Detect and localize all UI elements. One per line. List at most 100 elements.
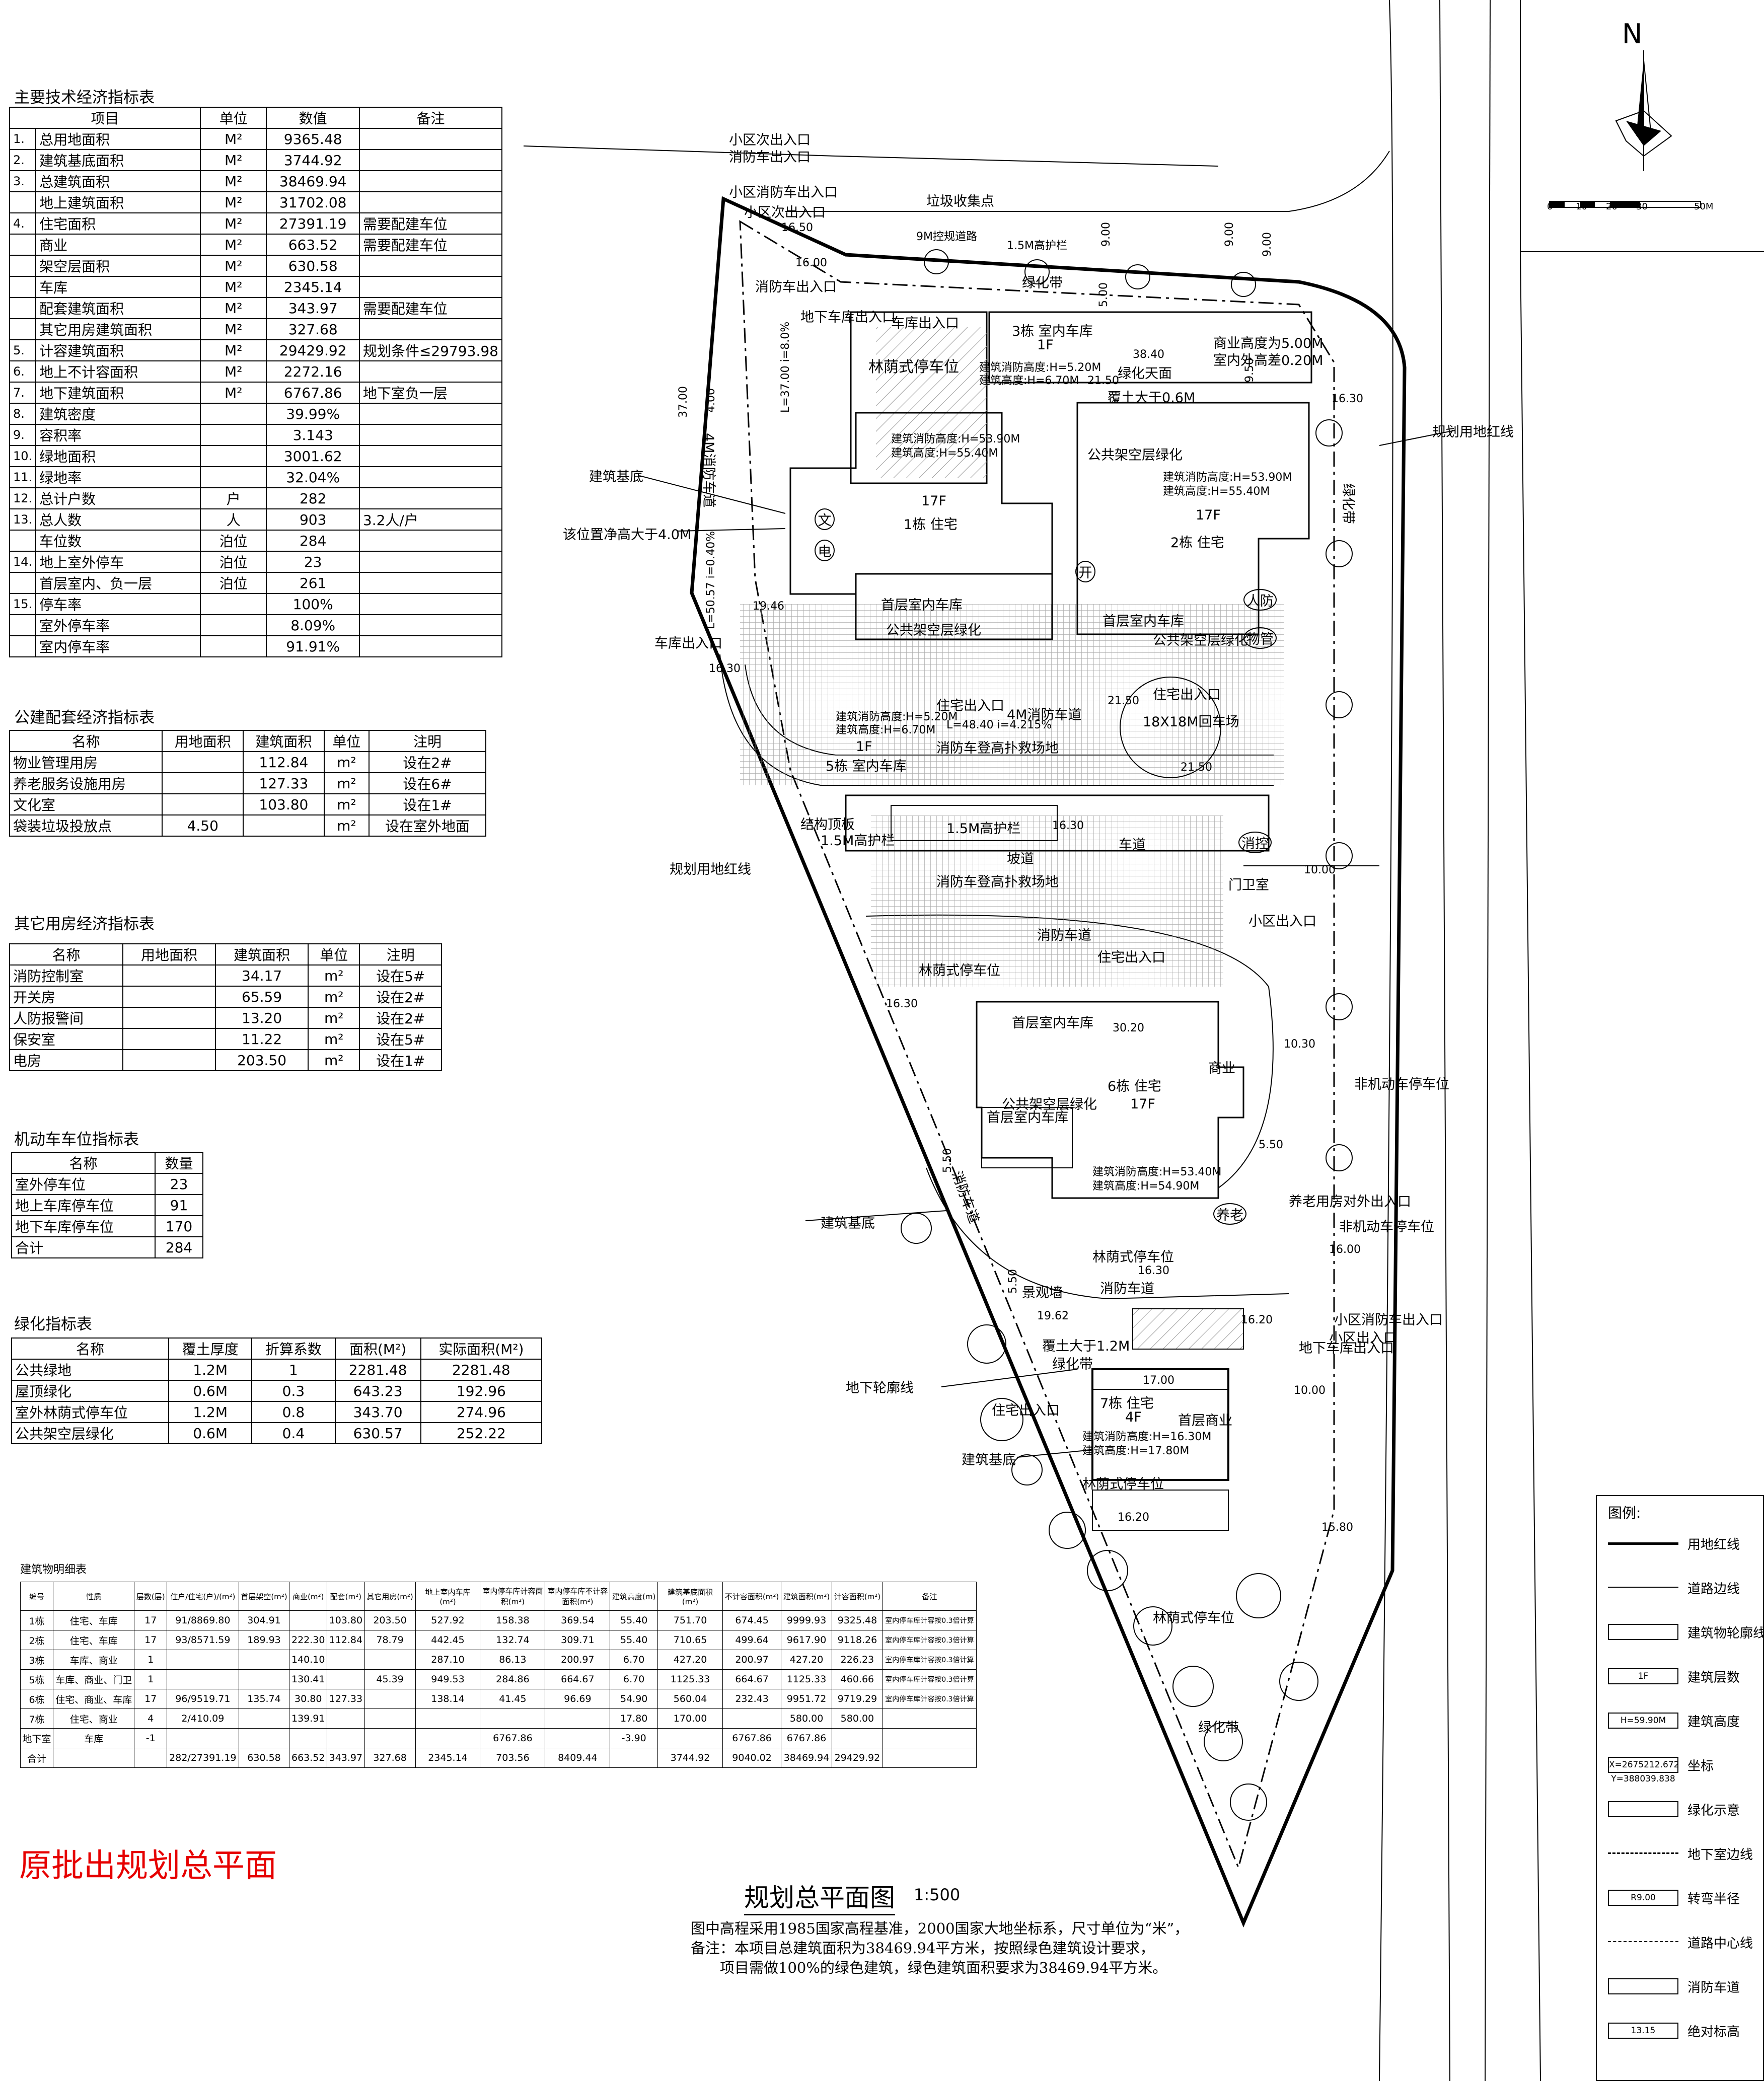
row-number xyxy=(9,255,37,277)
row-unit: M² xyxy=(200,234,267,256)
row-item: 室内停车率 xyxy=(35,635,201,657)
building-3-height: 建筑高度:H=6.70M xyxy=(979,375,1079,387)
row-number: 4. xyxy=(9,212,37,235)
resi-entry-label-4: 住宅出入口 xyxy=(992,1403,1060,1419)
row-value: 261 xyxy=(266,572,360,594)
row-value: 663.52 xyxy=(266,234,360,256)
dim-14: 17.00 xyxy=(1143,1374,1174,1387)
rail-label-3: 1.5M高护栏 xyxy=(946,821,1021,837)
table-cell: 1.2M xyxy=(168,1359,253,1381)
elev-10: 16.00 xyxy=(1329,1243,1361,1256)
fire-exit-label-2: 消防车出入口 xyxy=(755,279,837,295)
legend-symbol: 1F xyxy=(1608,1668,1678,1684)
table-cell: 527.92 xyxy=(415,1610,481,1630)
table-cell: 4.50 xyxy=(162,814,244,837)
row-unit: M² xyxy=(200,212,267,235)
drawing-title-text: 规划总平面图 xyxy=(744,1883,895,1912)
row-number: 1. xyxy=(9,128,37,150)
row-note xyxy=(358,593,503,615)
row-note xyxy=(358,191,503,213)
table-cell xyxy=(545,1708,611,1729)
dim-10: 10.30 xyxy=(1284,1038,1315,1051)
row-item: 地上不计容面积 xyxy=(35,360,201,383)
roof-green-label: 绿化天面 xyxy=(1118,366,1172,382)
header-cell: 数量 xyxy=(154,1152,204,1174)
building-1-label: 1栋 住宅 xyxy=(904,517,958,533)
legend-name: 建筑高度 xyxy=(1687,1715,1740,1730)
drawing-scale: 1:500 xyxy=(914,1885,961,1904)
power-room-icon: 电 xyxy=(815,540,835,561)
table-cell: 103.80 xyxy=(243,793,325,815)
table-cell: 369.54 xyxy=(545,1610,611,1630)
shop-height-label: 商业高度为5.00M xyxy=(1213,336,1324,351)
row-value: 39.99% xyxy=(266,403,360,425)
row-item: 地上室外停车 xyxy=(35,551,201,573)
row-value: 2272.16 xyxy=(266,360,360,383)
bike-parking-label-1: 非机动车停车位 xyxy=(1354,1077,1449,1092)
table-cell: 55.40 xyxy=(610,1630,658,1650)
table-cell: 3栋 xyxy=(20,1650,53,1670)
legend-item: 绿化示意 xyxy=(1608,1797,1759,1827)
row-number: 2. xyxy=(9,149,37,171)
table-cell: 222.30 xyxy=(289,1630,328,1650)
table-cell: 2345.14 xyxy=(415,1748,481,1768)
row-unit: 泊位 xyxy=(200,572,267,594)
drawing-note-2: 备注：本项目总建筑面积为38469.94平方米，按照绿色建筑设计要求， xyxy=(691,1940,1155,1957)
table-cell: 200.97 xyxy=(722,1650,782,1670)
row-number: 14. xyxy=(9,551,37,573)
table-cell: 公共绿地 xyxy=(11,1359,170,1381)
table-cell: 499.64 xyxy=(722,1630,782,1650)
table-cell: 11.22 xyxy=(215,1028,309,1050)
green-table-title: 绿化指标表 xyxy=(14,1315,92,1333)
table-cell: 人防报警间 xyxy=(9,1007,123,1029)
table-cell: 664.67 xyxy=(722,1669,782,1689)
dim-4: 5.00 xyxy=(1097,282,1110,307)
row-number: 15. xyxy=(9,593,37,615)
table-cell: m² xyxy=(308,964,360,987)
row-note: 需要配建车位 xyxy=(358,297,503,319)
elev-6: 21.50 xyxy=(1108,695,1139,707)
header-cell: 项目 xyxy=(9,107,201,129)
table-cell xyxy=(610,1748,658,1768)
soil-12-label: 覆土大于1.2M xyxy=(1042,1339,1130,1354)
table-cell xyxy=(243,814,325,837)
row-value: 91.91% xyxy=(266,635,360,657)
fire-entry-right-label: 小区消防车出入口 xyxy=(1334,1312,1443,1328)
table-cell: m² xyxy=(323,751,370,773)
row-number xyxy=(9,572,37,594)
table-cell: 设在5# xyxy=(359,1028,442,1050)
row-unit: M² xyxy=(200,360,267,383)
stamp-title: 原批出规划总平面 xyxy=(19,1847,277,1885)
legend-item: 地下室边线 xyxy=(1608,1841,1759,1872)
row-unit xyxy=(200,466,267,488)
table-cell: m² xyxy=(308,1028,360,1050)
table-cell xyxy=(364,1708,416,1729)
table-cell xyxy=(364,1728,416,1748)
header-cell: 编号 xyxy=(20,1582,53,1611)
row-note: 规划条件≤29793.98 xyxy=(358,339,503,361)
row-unit: 泊位 xyxy=(200,530,267,552)
table-cell xyxy=(162,793,244,815)
header-cell: 实际面积(M²) xyxy=(420,1337,543,1360)
header-cell: 住户/住宅(户)/(m²) xyxy=(167,1582,239,1611)
dim-16: 5.50 xyxy=(941,1148,954,1173)
building-2-label: 2栋 住宅 xyxy=(1170,535,1224,551)
table-cell: m² xyxy=(323,772,370,794)
green-belt-label-4: 绿化带 xyxy=(1340,483,1356,524)
row-value: 32.04% xyxy=(266,466,360,488)
other-table-title: 其它用房经济指标表 xyxy=(14,915,155,933)
row-number xyxy=(9,318,37,340)
fire-4m-label: 4M消防车道 xyxy=(701,433,716,508)
table-cell: 室外停车位 xyxy=(11,1173,156,1195)
